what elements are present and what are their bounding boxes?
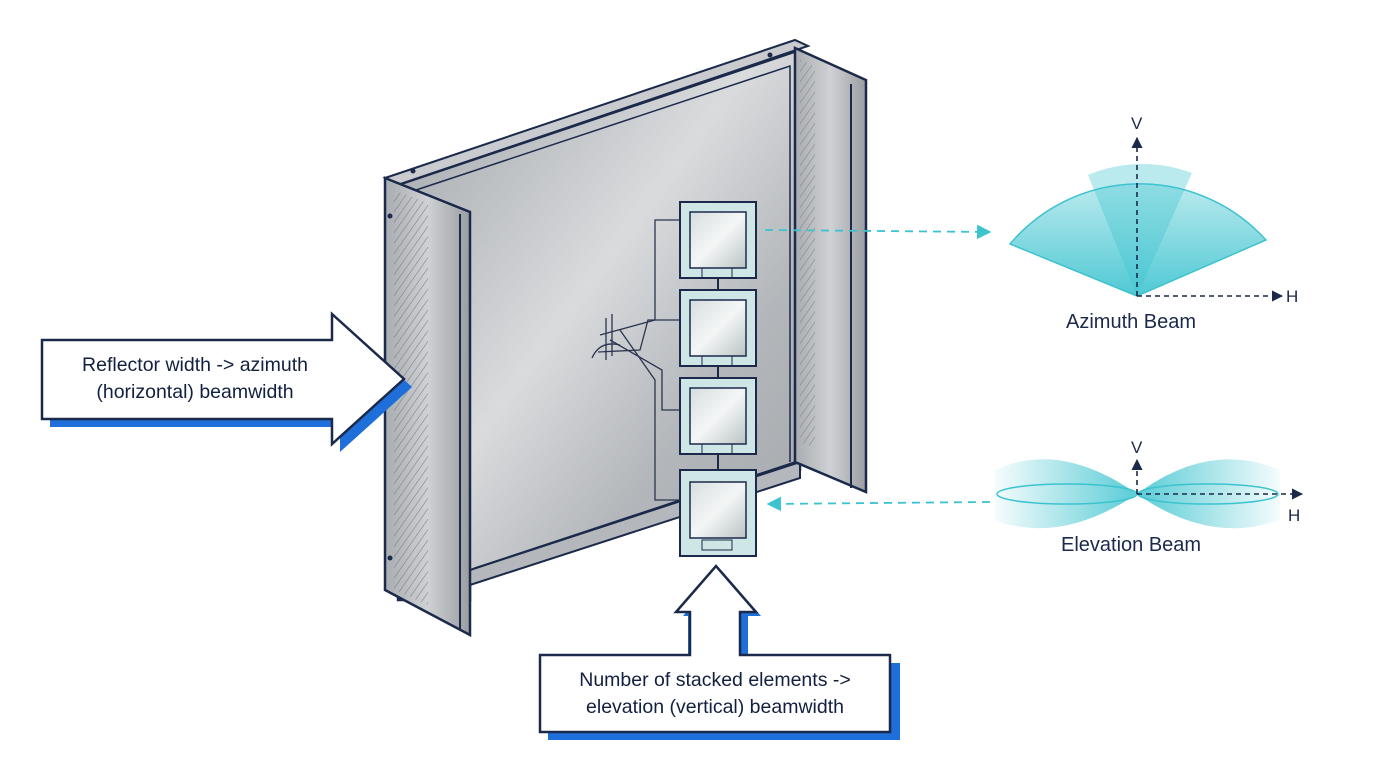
- antenna-reflector: [382, 38, 868, 638]
- reflector-callout-line1: Reflector width -> azimuth: [82, 354, 308, 376]
- azimuth-beam-title: Azimuth Beam: [1066, 311, 1197, 333]
- patch-element: [679, 201, 757, 279]
- reflector-callout-text: Reflector width -> azimuth (horizontal) …: [50, 352, 340, 406]
- azimuth-connector: [764, 224, 992, 240]
- patch-element: [679, 377, 757, 455]
- elements-callout-arrow: [538, 564, 900, 740]
- patch-element: [679, 289, 757, 367]
- elements-callout-line1: Number of stacked elements ->: [579, 669, 851, 691]
- elevation-h-label: H: [1288, 506, 1301, 525]
- elevation-beam-pattern: [995, 458, 1304, 529]
- elevation-connector: [766, 496, 991, 512]
- elevation-v-label: V: [1131, 438, 1143, 457]
- reflector-callout-line2: (horizontal) beamwidth: [96, 381, 294, 403]
- azimuth-v-label: V: [1131, 114, 1143, 133]
- azimuth-beam-pattern: [1008, 136, 1284, 302]
- stacked-elements: [679, 201, 757, 557]
- elements-callout-line2: elevation (vertical) beamwidth: [586, 696, 844, 718]
- elevation-beam-title: Elevation Beam: [1061, 534, 1202, 556]
- azimuth-h-label: H: [1286, 287, 1299, 306]
- patch-element: [679, 469, 757, 557]
- reflector-callout-arrow: [40, 311, 412, 452]
- elements-callout-text: Number of stacked elements -> elevation …: [540, 667, 890, 721]
